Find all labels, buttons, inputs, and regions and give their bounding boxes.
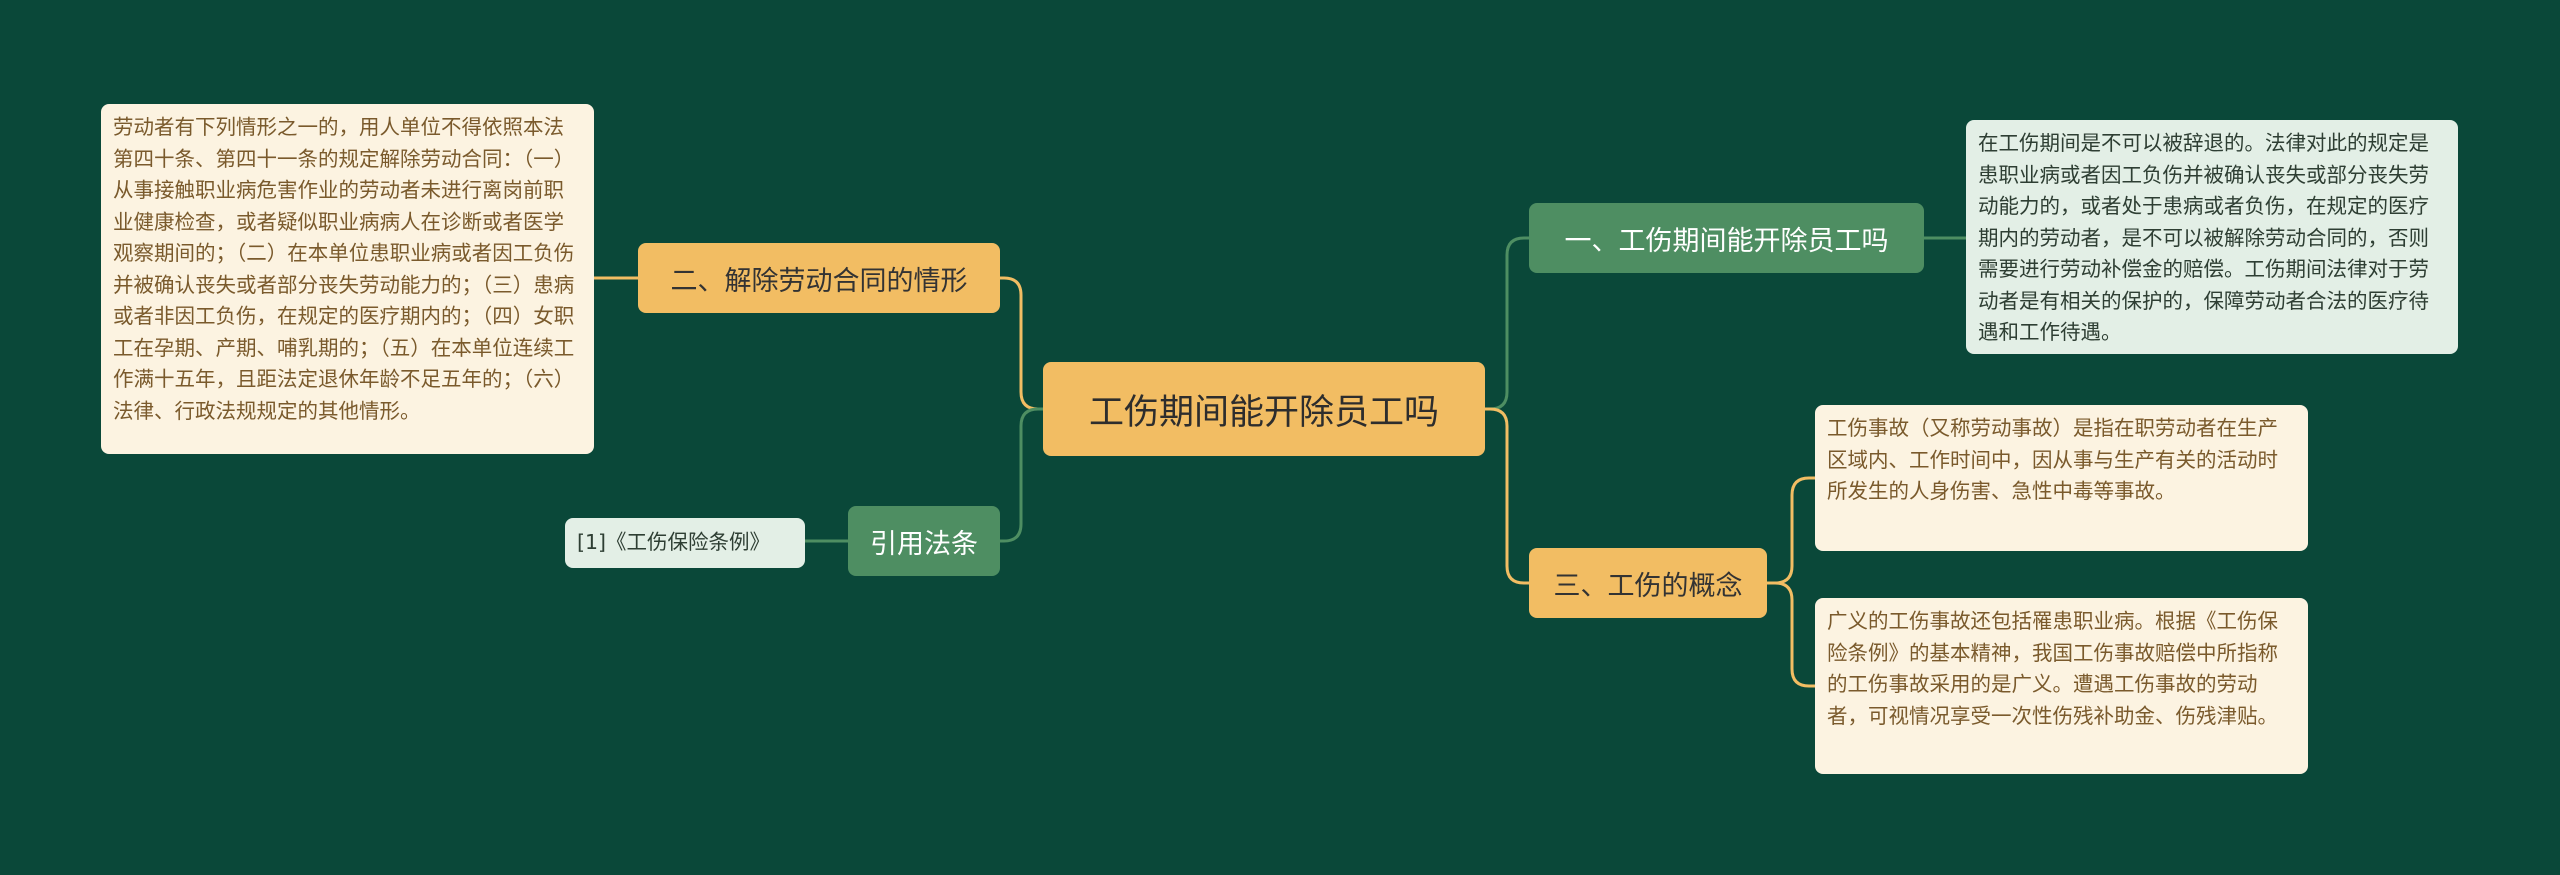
root-topic-label: 工伤期间能开除员工吗	[1088, 392, 1439, 433]
branch-terminate-contract[interactable]: 二、解除劳动合同的情形	[638, 243, 1000, 313]
leaf-cited-law[interactable]: [1]《工伤保险条例》	[565, 518, 805, 568]
connector-root-b1	[1485, 236, 1529, 411]
branch-cited-law-label: 引用法条	[870, 528, 978, 560]
connector-root-ref	[1000, 407, 1043, 543]
branch-terminate-contract-label: 二、解除劳动合同的情形	[670, 265, 968, 297]
branch-can-dismiss-label: 一、工伤期间能开除员工吗	[1564, 225, 1889, 257]
leaf-injury-concept-definition-text: 工伤事故（又称劳动事故）是指在职劳动者在生产区域内、工作时间中，因从事与生产有关…	[1827, 416, 2278, 503]
branch-cited-law[interactable]: 引用法条	[848, 506, 1000, 576]
leaf-injury-concept-broad-text: 广义的工伤事故还包括罹患职业病。根据《工伤保险条例》的基本精神，我国工伤事故赔偿…	[1827, 609, 2278, 728]
connector-b3-leaf-a	[1767, 476, 1815, 585]
branch-can-dismiss[interactable]: 一、工伤期间能开除员工吗	[1529, 203, 1924, 273]
leaf-terminate-contract-text: 劳动者有下列情形之一的，用人单位不得依照本法第四十条、第四十一条的规定解除劳动合…	[113, 115, 575, 423]
leaf-can-dismiss-text: 在工伤期间是不可以被辞退的。法律对此的规定是患职业病或者因工负伤并被确认丧失或部…	[1978, 131, 2429, 344]
leaf-cited-law-text: [1]《工伤保险条例》	[577, 530, 771, 555]
leaf-terminate-contract-detail[interactable]: 劳动者有下列情形之一的，用人单位不得依照本法第四十条、第四十一条的规定解除劳动合…	[101, 104, 594, 454]
connector-b3-leaf-b	[1767, 581, 1815, 688]
leaf-injury-concept-broad[interactable]: 广义的工伤事故还包括罹患职业病。根据《工伤保险条例》的基本精神，我国工伤事故赔偿…	[1815, 598, 2308, 774]
branch-injury-concept-label: 三、工伤的概念	[1553, 570, 1743, 602]
leaf-injury-concept-definition[interactable]: 工伤事故（又称劳动事故）是指在职劳动者在生产区域内、工作时间中，因从事与生产有关…	[1815, 405, 2308, 551]
leaf-can-dismiss-detail[interactable]: 在工伤期间是不可以被辞退的。法律对此的规定是患职业病或者因工负伤并被确认丧失或部…	[1966, 120, 2458, 354]
root-topic[interactable]: 工伤期间能开除员工吗	[1043, 362, 1485, 456]
connector-root-b3	[1485, 407, 1529, 585]
branch-injury-concept[interactable]: 三、工伤的概念	[1529, 548, 1767, 618]
connector-root-b2	[1000, 276, 1043, 411]
